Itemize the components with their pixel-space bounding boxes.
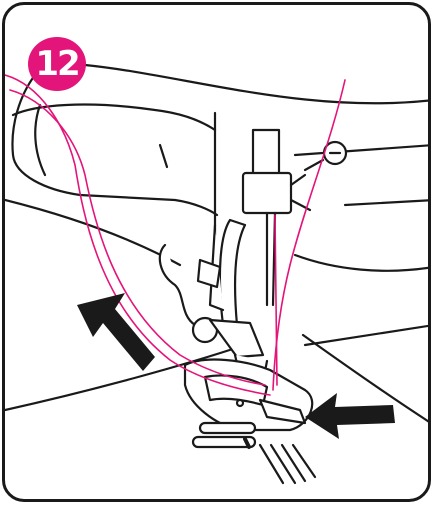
step-number-badge: 12 [28,37,86,91]
presser-foot [158,218,314,432]
machine-bed [5,324,428,423]
needle-bar [241,128,348,307]
sewing-machine-illustration [5,63,428,485]
thread-lines [5,74,346,396]
feed-dogs [191,421,317,485]
illustration-frame: 12 [2,2,431,502]
machine-arm [83,63,428,272]
push-fabric-arrow-icon [77,293,155,371]
needle-pointer-arrow-icon [305,393,395,439]
